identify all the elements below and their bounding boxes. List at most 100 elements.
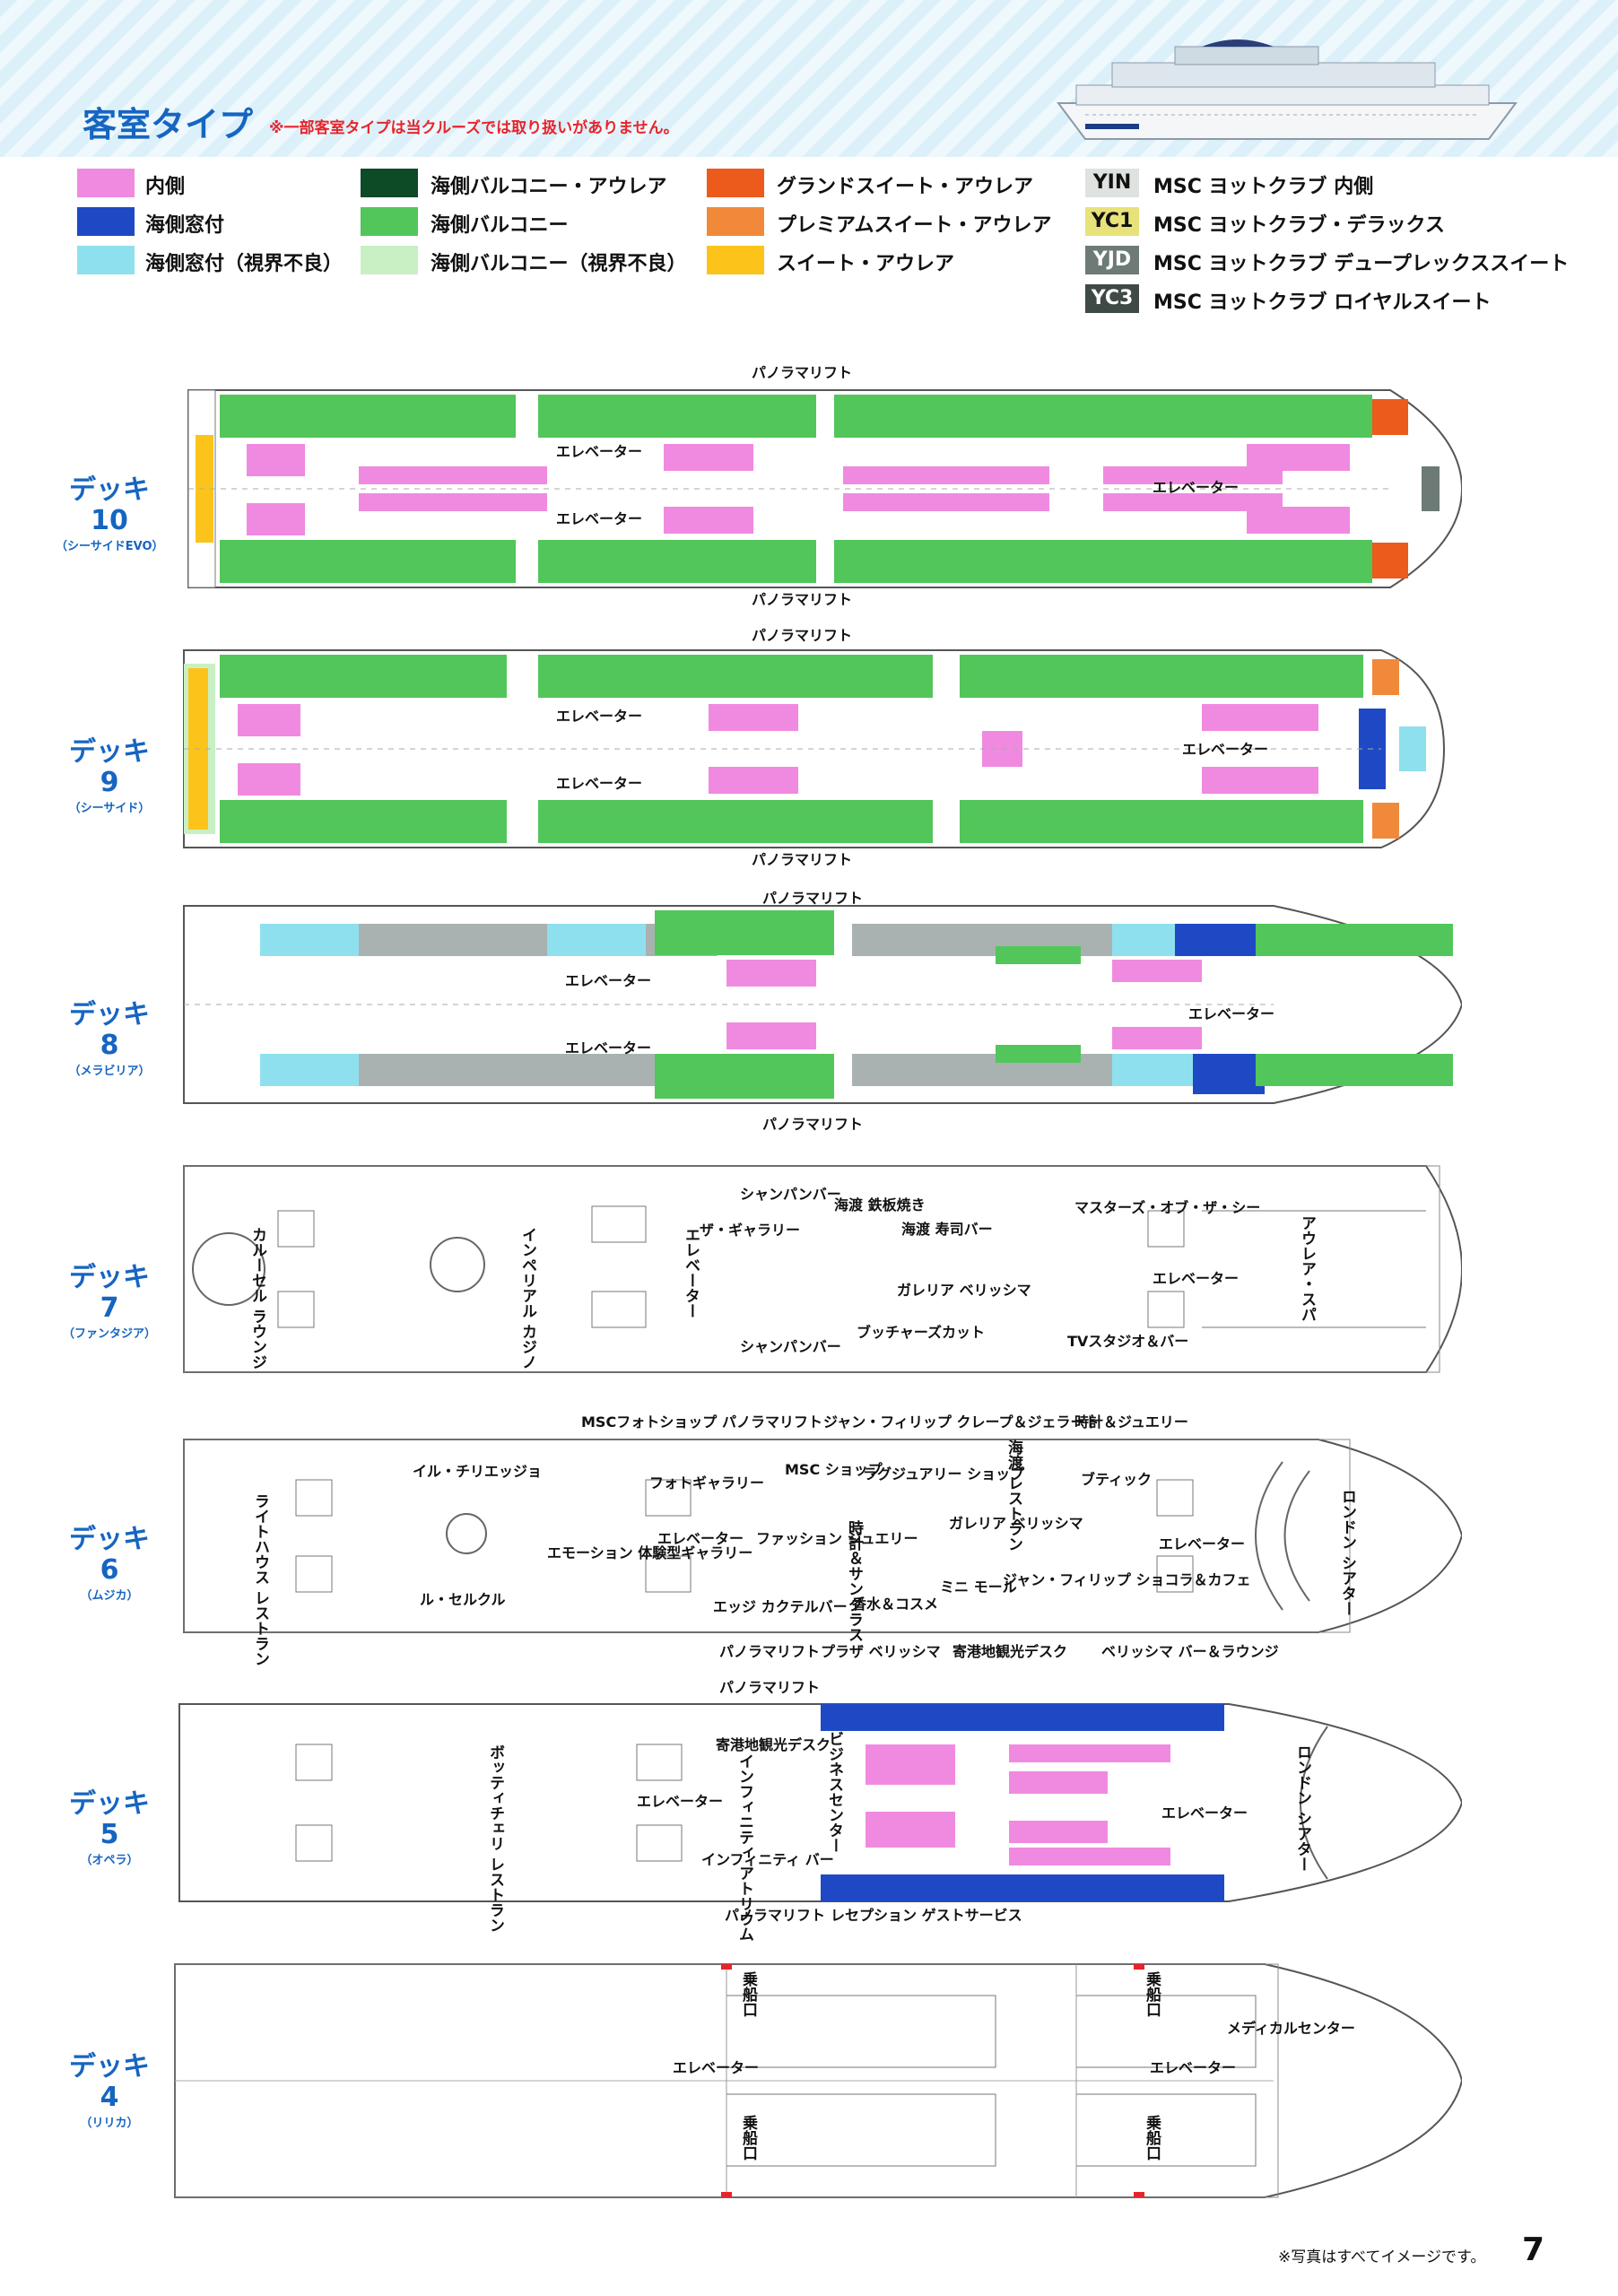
boarding-gate-label: 乗船口 bbox=[739, 1971, 757, 2017]
deck-subtitle: （ファンタジア） bbox=[62, 1327, 156, 1341]
deck-subtitle: （オペラ） bbox=[80, 1854, 139, 1867]
le-cercle-label: ル・セルクル bbox=[420, 1591, 506, 1608]
swatch-balcony-obstructed bbox=[361, 246, 418, 274]
elevator-label: エレベーター bbox=[1159, 1535, 1246, 1552]
page-number: 7 bbox=[1522, 2231, 1545, 2268]
deck-label-6: デッキ 6 （ムジカ） bbox=[56, 1524, 163, 1604]
lighthouse-label: ライトハウス レストラン bbox=[251, 1493, 269, 1666]
elevator-label: エレベーター bbox=[556, 443, 643, 460]
deck-subtitle: （ムジカ） bbox=[80, 1589, 139, 1603]
tv-studio-label: TVスタジオ＆バー bbox=[1067, 1333, 1189, 1350]
il-ciliegio-label: イル・チリエッジョ bbox=[413, 1463, 543, 1480]
elevator-label: エレベーター bbox=[565, 1039, 652, 1057]
elevator-label: エレベーター bbox=[637, 1793, 724, 1810]
deck-label-8: デッキ 8 （メラビリア） bbox=[56, 999, 163, 1079]
reception-label: レセプション ゲストサービス bbox=[831, 1907, 1022, 1924]
deck-subtitle: （メラビリア） bbox=[68, 1065, 151, 1078]
infinity-atrium-label: インフィニティ アトリウム bbox=[735, 1753, 753, 1942]
emotions-gallery-label: エモーション 体験型ギャラリー bbox=[547, 1544, 753, 1561]
deck-label-9: デッキ 9 （シーサイド） bbox=[56, 736, 163, 816]
excursion-desk-label: 寄港地観光デスク bbox=[716, 1736, 831, 1753]
jp-chocolate-label: ジャン・フィリップ ショコラ＆カフェ bbox=[1003, 1571, 1251, 1588]
msc-shop-label: MSC ショップ bbox=[785, 1461, 883, 1478]
elevator-label: エレベーター bbox=[673, 2059, 760, 2076]
page-title: 客室タイプ bbox=[83, 105, 254, 144]
deck-10-plan bbox=[170, 381, 1462, 596]
gallery-label: ザ・ギャラリー bbox=[700, 1222, 801, 1239]
tag-yjd: YJD bbox=[1085, 246, 1139, 274]
panorama-lift-label: パノラマリフト bbox=[752, 627, 853, 644]
panorama-lift-label: パノラマリフト bbox=[722, 1413, 823, 1431]
swatch-oceanview bbox=[77, 207, 135, 236]
champagne-bar-label: シャンパンバー bbox=[740, 1186, 841, 1203]
legend-label: MSC ヨットクラブ デュープレックススイート bbox=[1153, 253, 1570, 275]
masters-label: マスターズ・オブ・ザ・シー bbox=[1074, 1199, 1261, 1216]
carousel-lounge-label: カルーセル ラウンジ bbox=[248, 1227, 266, 1370]
swatch-oceanview-obstructed bbox=[77, 246, 135, 274]
elevator-label: エレベーター bbox=[556, 775, 643, 792]
casino-label: インペリアル カジノ bbox=[518, 1227, 536, 1370]
deck-name: デッキ 4 bbox=[69, 2051, 150, 2113]
tag-yin: YIN bbox=[1085, 169, 1139, 197]
swatch-suite bbox=[707, 246, 764, 274]
elevator-label: エレベーター bbox=[556, 510, 643, 527]
fashion-jewelry-label: ファッション ジュエリー bbox=[756, 1530, 918, 1547]
botticelli-label: ボッティチェリ レストラン bbox=[486, 1744, 504, 1933]
panorama-lift-label: パノラマリフト bbox=[752, 364, 853, 381]
deck-label-5: デッキ 5 （オペラ） bbox=[56, 1788, 163, 1868]
elevator-label: エレベーター bbox=[1182, 741, 1269, 758]
deck-name: デッキ 7 bbox=[69, 1262, 150, 1324]
kaito-restaurant-label: 海渡 レストラン bbox=[1005, 1439, 1022, 1552]
elevator-label: エレベーター bbox=[682, 1227, 700, 1318]
butcher-label: ブッチャーズカット bbox=[857, 1324, 986, 1341]
elevator-label: エレベーター bbox=[1153, 479, 1240, 496]
swatch-balcony-aurea bbox=[361, 169, 418, 197]
elevator-label: エレベーター bbox=[1188, 1005, 1275, 1022]
plaza-label: プラザ ベリッシマ bbox=[821, 1643, 941, 1660]
london-theatre-label: ロンドン シアター bbox=[1293, 1744, 1311, 1872]
excursion-desk-label: 寄港地観光デスク bbox=[953, 1643, 1068, 1660]
panorama-lift-label: パノラマリフト bbox=[752, 591, 853, 608]
legend-label: MSC ヨットクラブ 内側 bbox=[1153, 176, 1374, 198]
panorama-lift-label: パノラマリフト bbox=[725, 1907, 826, 1924]
elevator-label: エレベーター bbox=[657, 1530, 744, 1547]
panorama-lift-label: パノラマリフト bbox=[719, 1643, 821, 1660]
sushi-bar-label: 海渡 寿司バー bbox=[901, 1221, 993, 1238]
deck-name: デッキ 5 bbox=[69, 1788, 150, 1850]
legend-label: 海側バルコニー（視界不良） bbox=[431, 253, 687, 275]
business-center-label: ビジネスセンター bbox=[825, 1731, 843, 1853]
swatch-inside bbox=[77, 169, 135, 197]
boarding-gate-label: 乗船口 bbox=[1143, 1971, 1161, 2017]
deck-5-plan bbox=[170, 1700, 1462, 1906]
perfume-label: 香水＆コスメ bbox=[852, 1596, 939, 1613]
tag-yc1: YC1 bbox=[1085, 207, 1139, 236]
deck-name: デッキ 6 bbox=[69, 1524, 150, 1586]
photo-shop-label: MSCフォトショップ bbox=[581, 1413, 718, 1431]
deck-subtitle: （シーサイド） bbox=[68, 802, 151, 815]
infinity-bar-label: インフィニティ バー bbox=[701, 1851, 834, 1868]
swatch-premium-suite bbox=[707, 207, 764, 236]
elevator-label: エレベーター bbox=[556, 708, 643, 725]
deck-name: デッキ 9 bbox=[69, 736, 150, 798]
deck-label-4: デッキ 4（リリカ） bbox=[56, 2051, 163, 2131]
deck-4-plan bbox=[170, 1960, 1462, 2202]
deck-9-plan bbox=[170, 641, 1462, 857]
deck-8-plan bbox=[170, 897, 1462, 1112]
jp-crepe-label: ジャン・フィリップ クレープ＆ジェラート bbox=[823, 1413, 1100, 1431]
elevator-label: エレベーター bbox=[1161, 1805, 1248, 1822]
deck-name: デッキ 8 bbox=[69, 999, 150, 1061]
watch-jewelry-label: 時計＆ジュエリー bbox=[1074, 1413, 1188, 1431]
legend-label: 海側バルコニー bbox=[431, 214, 569, 237]
legend-label: 海側窓付（視界不良） bbox=[145, 253, 344, 275]
boarding-gate-label: 乗船口 bbox=[1143, 2115, 1161, 2161]
deck-name: デッキ 10 bbox=[69, 474, 150, 536]
mini-mall-label: ミニ モール bbox=[940, 1578, 1017, 1596]
bellissima-bar-label: ベリッシマ バー＆ラウンジ bbox=[1101, 1643, 1279, 1660]
luxury-shop-label: ラグジュアリー ショップ bbox=[863, 1465, 1025, 1483]
deck-subtitle: （シーサイドEVO） bbox=[56, 540, 164, 553]
aurea-spa-label: アウレア・スパ bbox=[1298, 1215, 1316, 1322]
panorama-lift-label: パノラマリフト bbox=[719, 1679, 821, 1696]
deck-7-plan bbox=[170, 1157, 1462, 1381]
legend-label: プレミアムスイート・アウレア bbox=[777, 214, 1052, 237]
teppanyaki-label: 海渡 鉄板焼き bbox=[834, 1196, 926, 1213]
